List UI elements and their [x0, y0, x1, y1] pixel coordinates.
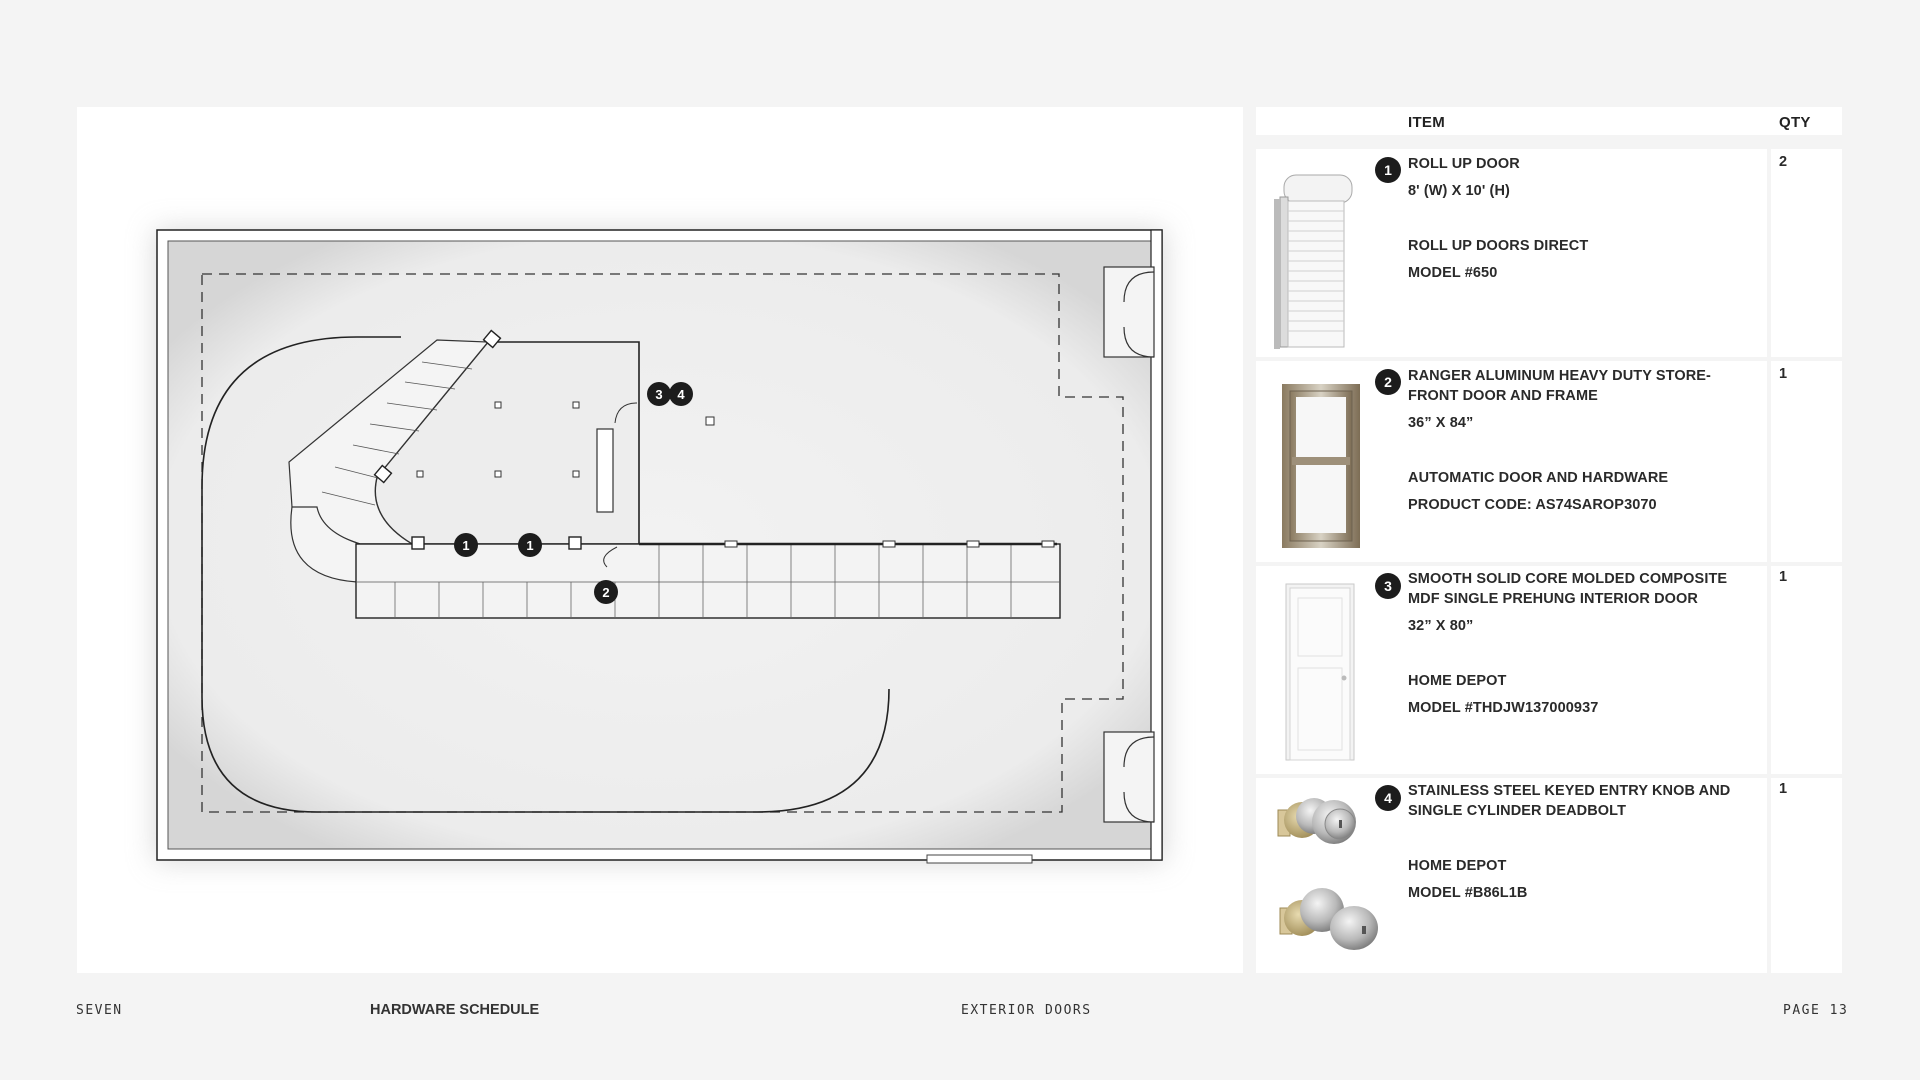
floor-plan-drawing	[155, 229, 1165, 864]
header-item: ITEM	[1408, 114, 1446, 131]
row-qty-1: 2	[1779, 154, 1788, 170]
row-description-2: RANGER ALUMINUM HEAVY DUTY STORE- FRONT …	[1408, 366, 1758, 515]
item-vendor: HOME DEPOT	[1408, 858, 1507, 874]
item-name-line-2: MDF SINGLE PREHUNG INTERIOR DOOR	[1408, 591, 1698, 607]
item-name-line-1: SMOOTH SOLID CORE MOLDED COMPOSITE	[1408, 571, 1728, 587]
row-description-3: SMOOTH SOLID CORE MOLDED COMPOSITE MDF S…	[1408, 569, 1758, 718]
row-badge-4: 4	[1375, 785, 1401, 811]
table-row-roll-up-door: 1 ROLL UP DOOR 8' (W) X 10' (H) ROLL UP …	[1256, 149, 1842, 357]
item-name-line-1: RANGER ALUMINUM HEAVY DUTY STORE-	[1408, 368, 1711, 384]
table-row-storefront-door: 2 RANGER ALUMINUM HEAVY DUTY STORE- FRON…	[1256, 361, 1842, 562]
row-qty-2: 1	[1779, 366, 1788, 382]
row-description-4: STAINLESS STEEL KEYED ENTRY KNOB AND SIN…	[1408, 781, 1758, 903]
item-name: ROLL UP DOOR	[1408, 156, 1520, 172]
item-name-line-2: SINGLE CYLINDER DEADBOLT	[1408, 803, 1627, 819]
column-divider	[1767, 149, 1771, 357]
footer-subtitle: EXTERIOR DOORS	[961, 1003, 1092, 1018]
item-code: MODEL #B86L1B	[1408, 885, 1528, 901]
row-qty-3: 1	[1779, 569, 1788, 585]
interior-door-icon	[1285, 583, 1355, 761]
item-name-line-1: STAINLESS STEEL KEYED ENTRY KNOB AND	[1408, 783, 1731, 799]
row-description-1: ROLL UP DOOR 8' (W) X 10' (H) ROLL UP DO…	[1408, 154, 1758, 283]
plan-marker-1b: 1	[518, 533, 542, 557]
table-row-interior-door: 3 SMOOTH SOLID CORE MOLDED COMPOSITE MDF…	[1256, 566, 1842, 774]
roll-up-door-icon	[1274, 174, 1353, 349]
item-code: MODEL #THDJW137000937	[1408, 700, 1599, 716]
footer-section: SEVEN	[76, 1003, 123, 1018]
item-vendor: HOME DEPOT	[1408, 673, 1507, 689]
item-vendor: ROLL UP DOORS DIRECT	[1408, 238, 1589, 254]
item-size: 36” X 84”	[1408, 415, 1474, 431]
row-qty-4: 1	[1779, 781, 1788, 797]
floor-plan-panel: 1 1 2 3 4	[77, 107, 1243, 973]
header-qty: QTY	[1779, 114, 1811, 131]
column-divider	[1767, 361, 1771, 562]
item-name-line-2: FRONT DOOR AND FRAME	[1408, 388, 1598, 404]
footer-title: HARDWARE SCHEDULE	[370, 1002, 540, 1018]
plan-marker-1a: 1	[454, 533, 478, 557]
door-knob-deadbolt-icon	[1277, 798, 1378, 950]
column-divider	[1767, 566, 1771, 774]
column-divider	[1767, 778, 1771, 973]
item-vendor: AUTOMATIC DOOR AND HARDWARE	[1408, 470, 1669, 486]
row-badge-3: 3	[1375, 573, 1401, 599]
plan-marker-4: 4	[669, 382, 693, 406]
storefront-door-icon	[1282, 384, 1360, 548]
footer-page-number: PAGE 13	[1783, 1003, 1849, 1018]
table-header: ITEM QTY	[1256, 107, 1842, 135]
item-code: MODEL #650	[1408, 265, 1498, 281]
item-size: 32” X 80”	[1408, 618, 1474, 634]
row-badge-1: 1	[1375, 157, 1401, 183]
item-code: PRODUCT CODE: AS74SAROP3070	[1408, 497, 1657, 513]
row-badge-2: 2	[1375, 369, 1401, 395]
plan-marker-3: 3	[647, 382, 671, 406]
item-size: 8' (W) X 10' (H)	[1408, 183, 1510, 199]
plan-marker-2: 2	[594, 580, 618, 604]
table-row-knob-deadbolt: 4 STAINLESS STEEL KEYED ENTRY KNOB AND S…	[1256, 778, 1842, 973]
